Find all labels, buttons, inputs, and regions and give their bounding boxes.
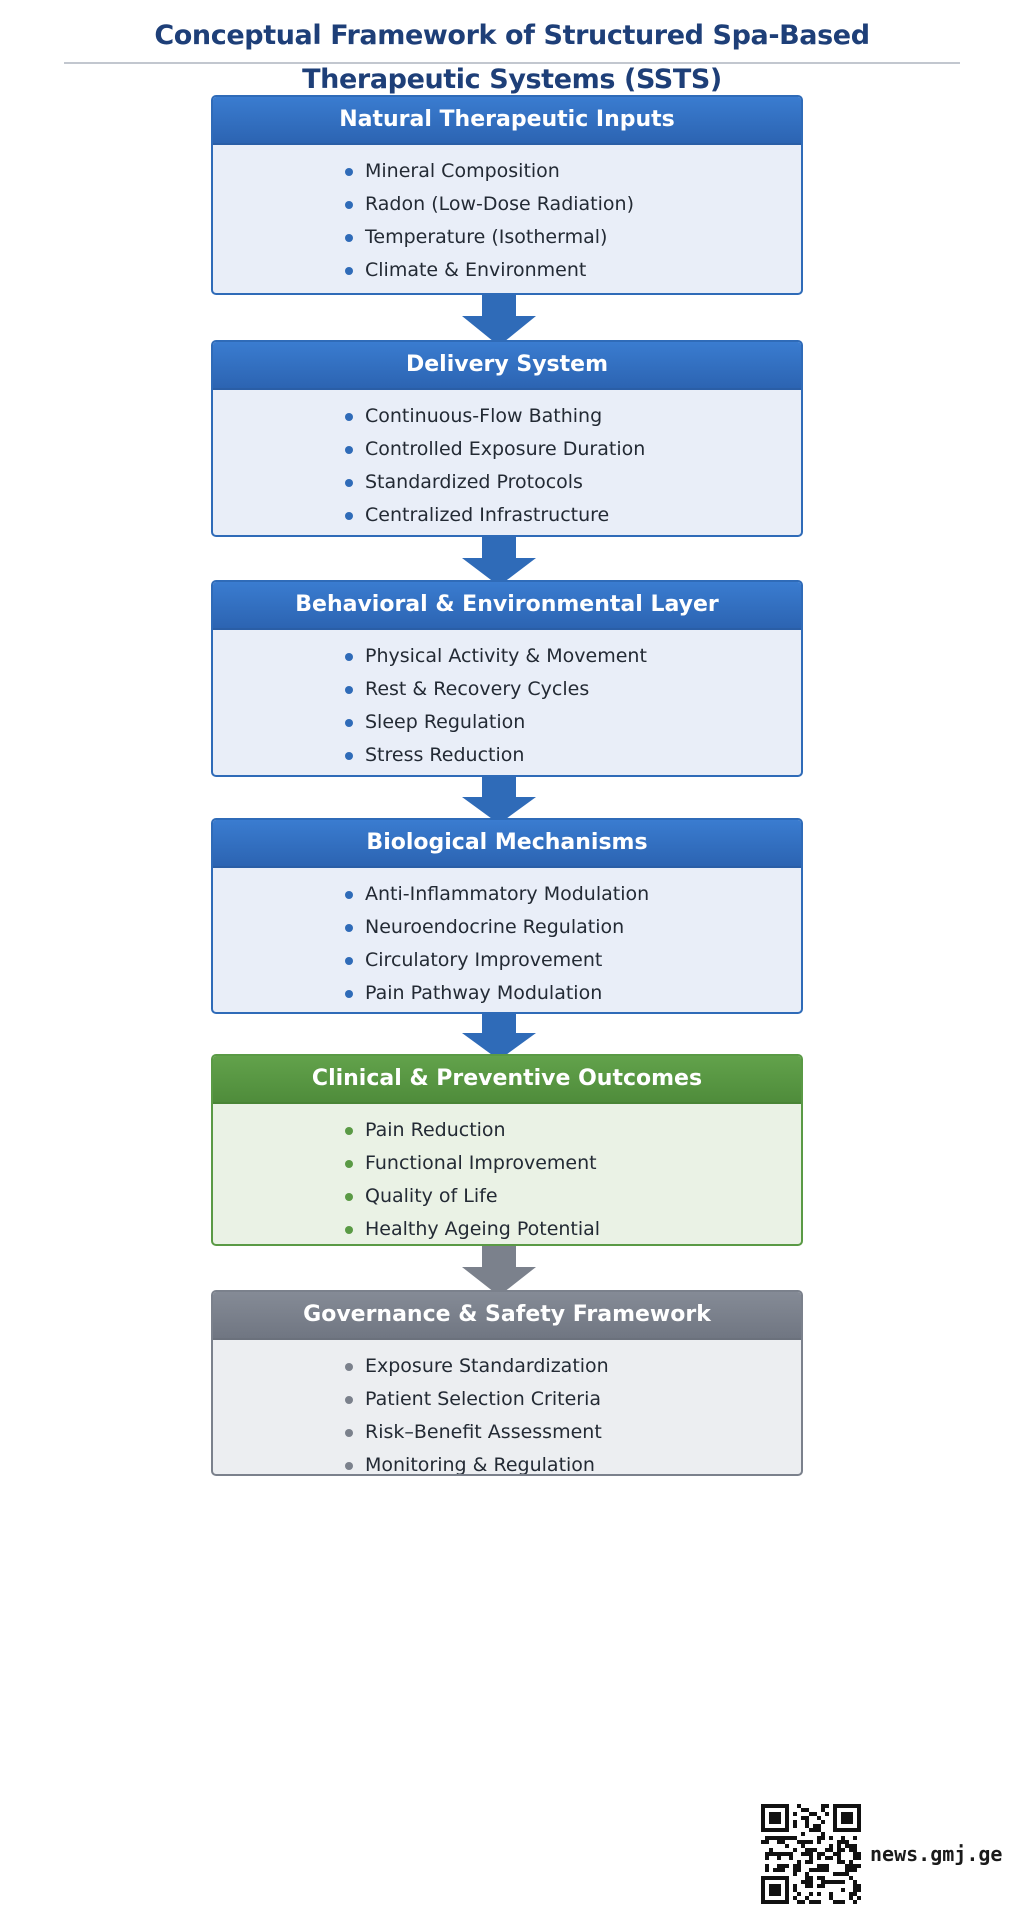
bullet-icon: [345, 512, 353, 520]
stage-item: Functional Improvement: [213, 1147, 801, 1180]
flow-arrow-down-icon: [462, 1014, 536, 1060]
stage-item: Continuous-Flow Bathing: [213, 400, 801, 433]
bullet-icon: [345, 234, 353, 242]
page-title: Conceptual Framework of Structured Spa-B…: [154, 20, 870, 95]
stage-item: Exposure Standardization: [213, 1350, 801, 1383]
bullet-icon: [345, 479, 353, 487]
stage-item-label: Pain Reduction: [365, 1119, 506, 1141]
stage-item-label: Rest & Recovery Cycles: [365, 678, 590, 700]
stage-heading: Biological Mechanisms: [213, 820, 801, 868]
bullet-icon: [345, 924, 353, 932]
stage-item: Centralized Infrastructure: [213, 499, 801, 532]
stage-item-label: Functional Improvement: [365, 1152, 597, 1174]
stage-item-label: Exposure Standardization: [365, 1355, 609, 1377]
site-url: news.gmj.ge: [870, 1842, 1003, 1866]
stage-item: Climate & Environment: [213, 254, 801, 287]
bullet-icon: [345, 446, 353, 454]
qr-code-icon: [761, 1804, 861, 1904]
stage-item-label: Patient Selection Criteria: [365, 1388, 602, 1410]
bullet-icon: [345, 413, 353, 421]
stage-item-label: Healthy Ageing Potential: [365, 1218, 601, 1240]
stage-item: Circulatory Improvement: [213, 944, 801, 977]
bullet-icon: [345, 1462, 353, 1470]
stage-heading: Natural Therapeutic Inputs: [213, 97, 801, 145]
bullet-icon: [345, 1127, 353, 1135]
stage-item: Physical Activity & Movement: [213, 640, 801, 673]
stage-item: Quality of Life: [213, 1180, 801, 1213]
stage-item: Healthy Ageing Potential: [213, 1213, 801, 1244]
stage-heading: Delivery System: [213, 342, 801, 390]
stage-item-label: Standardized Protocols: [365, 471, 583, 493]
bullet-icon: [345, 686, 353, 694]
stage-item-label: Sleep Regulation: [365, 711, 526, 733]
stage-item-label: Climate & Environment: [365, 259, 587, 281]
stage-item-label: Anti-Inflammatory Modulation: [365, 883, 650, 905]
stage-heading: Governance & Safety Framework: [213, 1292, 801, 1340]
stage-item: Standardized Protocols: [213, 466, 801, 499]
title-divider: [64, 62, 960, 64]
bullet-icon: [345, 1193, 353, 1201]
bullet-icon: [345, 1363, 353, 1371]
stage-item: Anti-Inflammatory Modulation: [213, 878, 801, 911]
stage-item-label: Neuroendocrine Regulation: [365, 916, 625, 938]
bullet-icon: [345, 201, 353, 209]
bullet-icon: [345, 957, 353, 965]
stage-item-label: Quality of Life: [365, 1185, 498, 1207]
stage-item: Pain Reduction: [213, 1114, 801, 1147]
stage-item: Risk–Benefit Assessment: [213, 1416, 801, 1449]
stage-heading: Clinical & Preventive Outcomes: [213, 1056, 801, 1104]
bullet-icon: [345, 168, 353, 176]
bullet-icon: [345, 891, 353, 899]
stage-item: Sleep Regulation: [213, 706, 801, 739]
stage-item: Stress Reduction: [213, 739, 801, 772]
bullet-icon: [345, 1429, 353, 1437]
bullet-icon: [345, 1226, 353, 1234]
bullet-icon: [345, 990, 353, 998]
stage-item-label: Centralized Infrastructure: [365, 504, 610, 526]
stage-item-label: Monitoring & Regulation: [365, 1454, 595, 1476]
stage-item-label: Physical Activity & Movement: [365, 645, 647, 667]
stage-item-label: Mineral Composition: [365, 160, 560, 182]
flow-arrow-down-icon: [462, 537, 536, 586]
bullet-icon: [345, 1396, 353, 1404]
stage-item-label: Radon (Low-Dose Radiation): [365, 193, 634, 215]
flow-arrow-down-icon: [462, 295, 536, 346]
stage-item: Patient Selection Criteria: [213, 1383, 801, 1416]
stage-item-label: Continuous-Flow Bathing: [365, 405, 603, 427]
stage-item: Pain Pathway Modulation: [213, 977, 801, 1010]
stage-heading: Behavioral & Environmental Layer: [213, 582, 801, 630]
stage-item: Mineral Composition: [213, 155, 801, 188]
stage-item-label: Circulatory Improvement: [365, 949, 603, 971]
bullet-icon: [345, 1160, 353, 1168]
stage-item: Rest & Recovery Cycles: [213, 673, 801, 706]
bullet-icon: [345, 267, 353, 275]
stage-item: Temperature (Isothermal): [213, 221, 801, 254]
stage-item: Monitoring & Regulation: [213, 1449, 801, 1476]
flow-arrow-down-icon: [462, 1246, 536, 1296]
stage-item-label: Pain Pathway Modulation: [365, 982, 603, 1004]
stage-item-label: Risk–Benefit Assessment: [365, 1421, 602, 1443]
stage-item: Controlled Exposure Duration: [213, 433, 801, 466]
bullet-icon: [345, 719, 353, 727]
stage-item: Radon (Low-Dose Radiation): [213, 188, 801, 221]
bullet-icon: [345, 653, 353, 661]
stage-item: Neuroendocrine Regulation: [213, 911, 801, 944]
stage-item-label: Controlled Exposure Duration: [365, 438, 646, 460]
flow-arrow-down-icon: [462, 777, 536, 824]
stage-item-label: Temperature (Isothermal): [365, 226, 608, 248]
stage-item-label: Stress Reduction: [365, 744, 525, 766]
bullet-icon: [345, 752, 353, 760]
